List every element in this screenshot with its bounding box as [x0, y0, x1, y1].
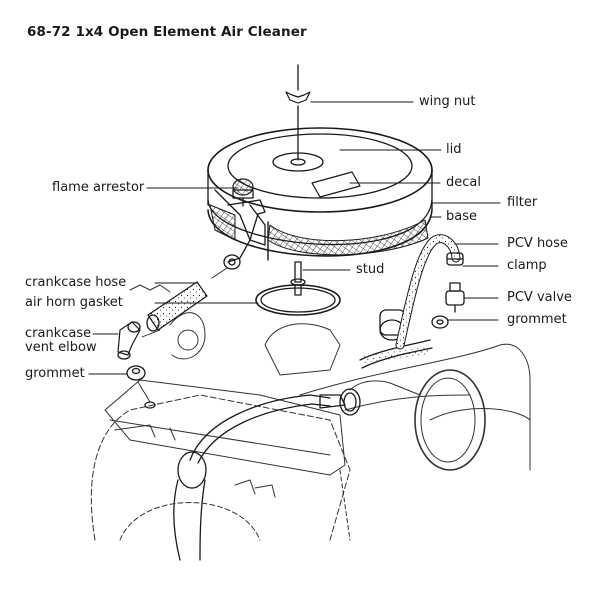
label-flame-arrestor: flame arrestor	[52, 180, 145, 195]
pcv-canister	[319, 309, 433, 416]
air-horn-gasket	[255, 284, 341, 316]
wing-nut	[285, 64, 311, 161]
crankcase-hose	[141, 267, 228, 338]
label-wing-nut: wing nut	[419, 94, 476, 109]
label-pcv-valve: PCV valve	[507, 290, 572, 305]
flame-arrestor	[223, 178, 266, 270]
label-crankcase-vent-elbow-line2: vent elbow	[25, 340, 97, 355]
label-grommet-left: grommet	[25, 366, 85, 381]
grommet-left-part	[126, 365, 156, 409]
label-base: base	[446, 209, 477, 224]
heater-hose	[173, 394, 331, 561]
label-lid: lid	[446, 142, 462, 157]
pcv-hose-part	[395, 234, 461, 350]
pcv-valve-part	[445, 282, 465, 313]
clamp-part	[446, 252, 464, 266]
diagram-title: 68-72 1x4 Open Element Air Cleaner	[27, 24, 307, 40]
label-stud: stud	[356, 262, 385, 277]
grommet-right-part	[431, 315, 449, 329]
label-pcv-hose: PCV hose	[507, 236, 568, 251]
leader-lines	[88, 101, 501, 375]
label-filter: filter	[507, 195, 538, 210]
air-cleaner-assembly	[207, 127, 433, 261]
label-air-horn-gasket: air horn gasket	[25, 295, 123, 310]
crankcase-vent-elbow	[117, 321, 141, 360]
label-decal: decal	[446, 175, 481, 190]
stud-part	[290, 261, 306, 296]
engine-block	[90, 284, 531, 541]
label-crankcase-vent-elbow-line1: crankcase	[25, 326, 92, 341]
label-crankcase-hose: crankcase hose	[25, 275, 127, 290]
label-clamp: clamp	[507, 258, 547, 273]
label-grommet-right: grommet	[507, 312, 567, 327]
